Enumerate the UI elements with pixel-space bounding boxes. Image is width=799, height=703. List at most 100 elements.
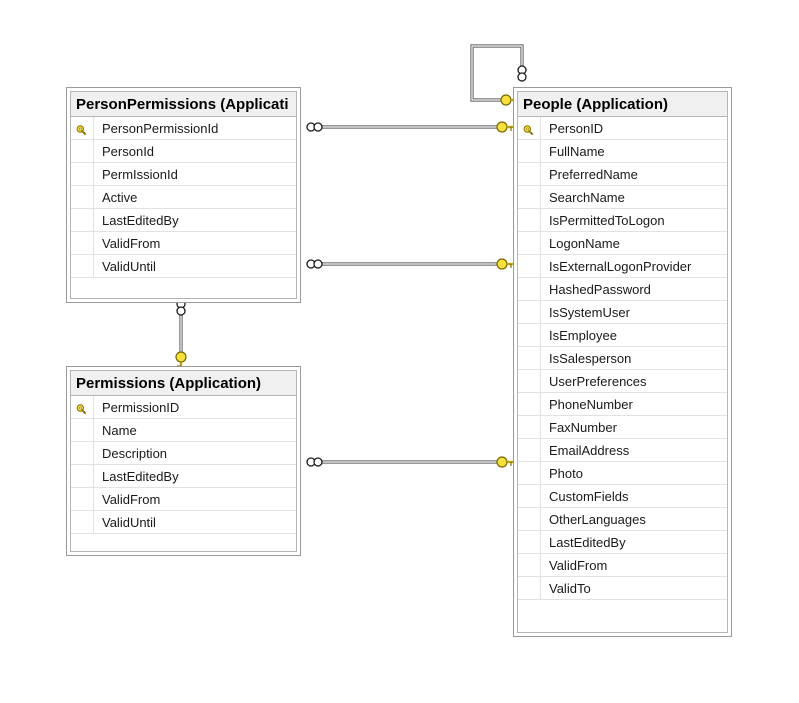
entity-field-row[interactable]: HashedPassword: [518, 278, 727, 301]
field-key-gutter: [71, 396, 94, 418]
entity-empty-row: [518, 600, 727, 626]
field-name-label: ValidUntil: [102, 259, 156, 274]
field-key-gutter: [518, 278, 541, 300]
field-name-label: IsPermittedToLogon: [549, 213, 665, 228]
entity-field-row[interactable]: PersonID: [518, 117, 727, 140]
entity-field-row[interactable]: LastEditedBy: [71, 465, 296, 488]
field-key-gutter: [518, 117, 541, 139]
field-name-label: SearchName: [549, 190, 625, 205]
entity-field-row[interactable]: LastEditedBy: [518, 531, 727, 554]
entity-table-permissions[interactable]: Permissions (Application)PermissionID Nam…: [66, 366, 301, 556]
field-key-gutter: [71, 209, 94, 231]
field-key-gutter: [71, 163, 94, 185]
field-key-gutter: [71, 534, 94, 551]
field-name-label: ValidFrom: [102, 236, 161, 251]
field-key-gutter: [518, 485, 541, 507]
entity-empty-row: [71, 278, 296, 298]
field-name-label: PhoneNumber: [549, 397, 633, 412]
relationship-rel-personpermissions-permissionid[interactable]: [175, 299, 187, 370]
field-key-gutter: [518, 324, 541, 346]
entity-field-row[interactable]: PhoneNumber: [518, 393, 727, 416]
field-key-gutter: [71, 465, 94, 487]
entity-field-row[interactable]: CustomFields: [518, 485, 727, 508]
entity-field-row[interactable]: OtherLanguages: [518, 508, 727, 531]
entity-field-row[interactable]: FaxNumber: [518, 416, 727, 439]
entity-field-row[interactable]: ValidFrom: [518, 554, 727, 577]
field-name-label: ValidUntil: [102, 515, 156, 530]
field-name-label: EmailAddress: [549, 443, 630, 458]
field-name-label: PersonId: [102, 144, 155, 159]
entity-title-personpermissions[interactable]: PersonPermissions (Applicati: [71, 92, 296, 117]
field-name-label: ValidFrom: [549, 558, 608, 573]
entity-field-row[interactable]: Active: [71, 186, 296, 209]
many-cardinality-icon: [306, 259, 323, 269]
field-name-label: Description: [102, 446, 168, 461]
entity-field-row[interactable]: LogonName: [518, 232, 727, 255]
field-key-gutter: [518, 393, 541, 415]
entity-field-row[interactable]: ValidFrom: [71, 488, 296, 511]
field-key-gutter: [71, 488, 94, 510]
field-name-label: PersonPermissionId: [102, 121, 219, 136]
field-name-label: FullName: [549, 144, 605, 159]
entity-field-row[interactable]: PersonPermissionId: [71, 117, 296, 140]
entity-field-row[interactable]: EmailAddress: [518, 439, 727, 462]
entity-field-row[interactable]: SearchName: [518, 186, 727, 209]
entity-field-row[interactable]: Description: [71, 442, 296, 465]
entity-title-permissions[interactable]: Permissions (Application): [71, 371, 296, 396]
primary-key-icon: [76, 122, 89, 136]
field-name-label: IsSystemUser: [549, 305, 630, 320]
field-name-label: IsSalesperson: [549, 351, 632, 366]
field-name-label: Name: [102, 423, 137, 438]
entity-field-row[interactable]: IsPermittedToLogon: [518, 209, 727, 232]
entity-field-row[interactable]: ValidFrom: [71, 232, 296, 255]
field-name-label: IsEmployee: [549, 328, 617, 343]
many-cardinality-icon: [306, 122, 323, 132]
entity-field-row[interactable]: Name: [71, 419, 296, 442]
many-cardinality-icon: [517, 65, 527, 82]
entity-field-row[interactable]: PermissionID: [71, 396, 296, 419]
entity-field-row[interactable]: IsEmployee: [518, 324, 727, 347]
relationship-rel-personpermissions-lasteditedby[interactable]: [306, 258, 515, 270]
entity-field-row[interactable]: ValidUntil: [71, 255, 296, 278]
field-key-gutter: [518, 531, 541, 553]
entity-field-row[interactable]: PermIssionId: [71, 163, 296, 186]
field-name-label: Photo: [549, 466, 583, 481]
field-key-gutter: [518, 347, 541, 369]
entity-field-row[interactable]: PreferredName: [518, 163, 727, 186]
field-name-label: ValidTo: [549, 581, 591, 596]
field-key-gutter: [518, 301, 541, 323]
field-name-label: LastEditedBy: [102, 213, 179, 228]
entity-field-row[interactable]: PersonId: [71, 140, 296, 163]
entity-field-row[interactable]: Photo: [518, 462, 727, 485]
field-key-gutter: [518, 577, 541, 599]
entity-field-row[interactable]: UserPreferences: [518, 370, 727, 393]
primary-key-icon: [523, 125, 534, 136]
field-key-gutter: [518, 462, 541, 484]
many-cardinality-icon: [306, 457, 323, 467]
entity-field-row[interactable]: FullName: [518, 140, 727, 163]
field-key-gutter: [518, 140, 541, 162]
entity-field-row[interactable]: IsSystemUser: [518, 301, 727, 324]
field-name-label: PreferredName: [549, 167, 638, 182]
entity-field-row[interactable]: IsSalesperson: [518, 347, 727, 370]
field-key-gutter: [518, 232, 541, 254]
relationship-rel-permissions-lasteditedby[interactable]: [306, 456, 515, 468]
entity-field-row[interactable]: IsExternalLogonProvider: [518, 255, 727, 278]
relationship-rel-personpermissions-personid[interactable]: [306, 121, 515, 133]
field-key-gutter: [518, 209, 541, 231]
primary-key-icon: [76, 125, 87, 136]
entity-title-people[interactable]: People (Application): [518, 92, 727, 117]
field-name-label: PersonID: [549, 121, 604, 136]
field-key-gutter: [518, 163, 541, 185]
field-key-gutter: [518, 186, 541, 208]
entity-field-row[interactable]: ValidUntil: [71, 511, 296, 534]
entity-field-row[interactable]: LastEditedBy: [71, 209, 296, 232]
field-name-label: LastEditedBy: [549, 535, 626, 550]
entity-field-row[interactable]: ValidTo: [518, 577, 727, 600]
